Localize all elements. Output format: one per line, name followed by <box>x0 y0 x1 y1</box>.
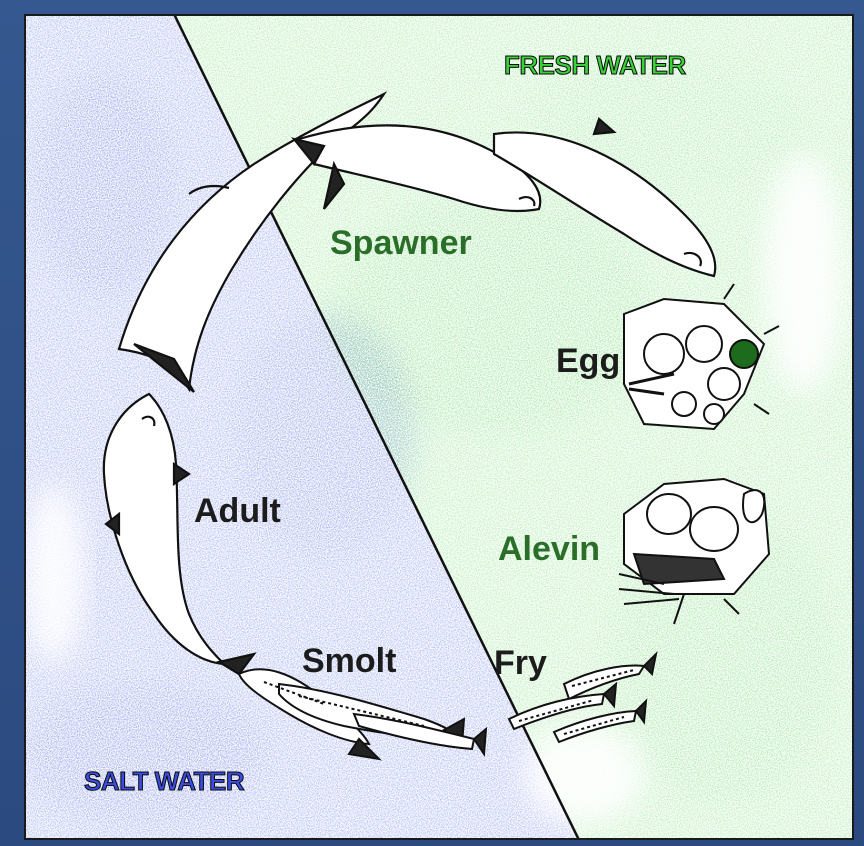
salmon-life-cycle-diagram: FRESH WATER SALT WATER Spawner Egg Alevi… <box>24 14 854 840</box>
stage-label-egg: Egg <box>556 342 620 381</box>
salt-water-label: SALT WATER <box>84 766 244 797</box>
stage-label-spawner: Spawner <box>330 224 472 263</box>
stage-label-adult: Adult <box>194 492 281 531</box>
stage-label-fry: Fry <box>494 644 547 683</box>
fresh-water-label: FRESH WATER <box>504 50 686 81</box>
stage-label-smolt: Smolt <box>302 642 396 681</box>
diagram-canvas <box>24 14 854 840</box>
stage-label-alevin: Alevin <box>498 530 600 569</box>
